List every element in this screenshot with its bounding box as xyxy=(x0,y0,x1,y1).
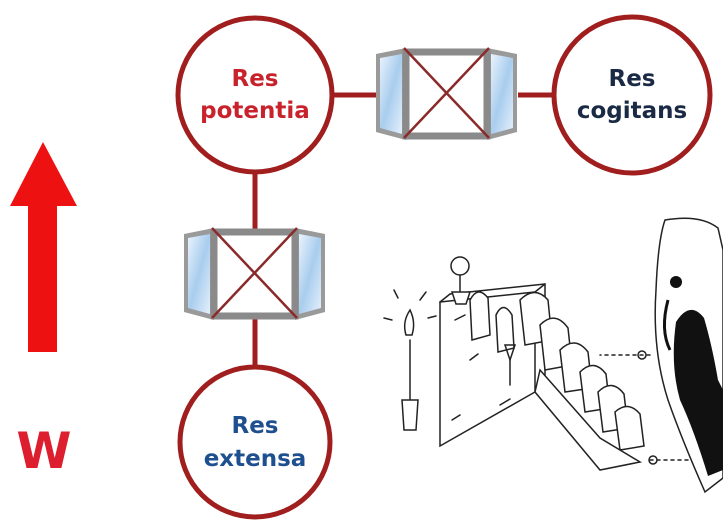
node-res-cogitans-line1: Res xyxy=(609,66,656,92)
node-res-extensa-line2: extensa xyxy=(204,446,307,472)
node-res-extensa: Res extensa xyxy=(177,364,333,520)
upward-arrow-icon xyxy=(10,142,77,352)
node-res-potentia-line1: Res xyxy=(232,66,279,92)
theater-audience-sketch xyxy=(383,256,707,471)
shadow-silhouette xyxy=(654,217,723,494)
node-res-cogitans: Res cogitans xyxy=(551,14,713,176)
node-res-extensa-line1: Res xyxy=(232,413,279,439)
window-blocked-icon xyxy=(376,47,517,140)
w-label: W xyxy=(16,422,71,480)
connectors xyxy=(252,92,553,368)
window-blocked-icon xyxy=(184,227,325,320)
node-res-potentia: Res potentia xyxy=(175,15,335,175)
node-res-cogitans-line2: cogitans xyxy=(577,98,687,124)
node-res-potentia-line2: potentia xyxy=(200,98,310,124)
